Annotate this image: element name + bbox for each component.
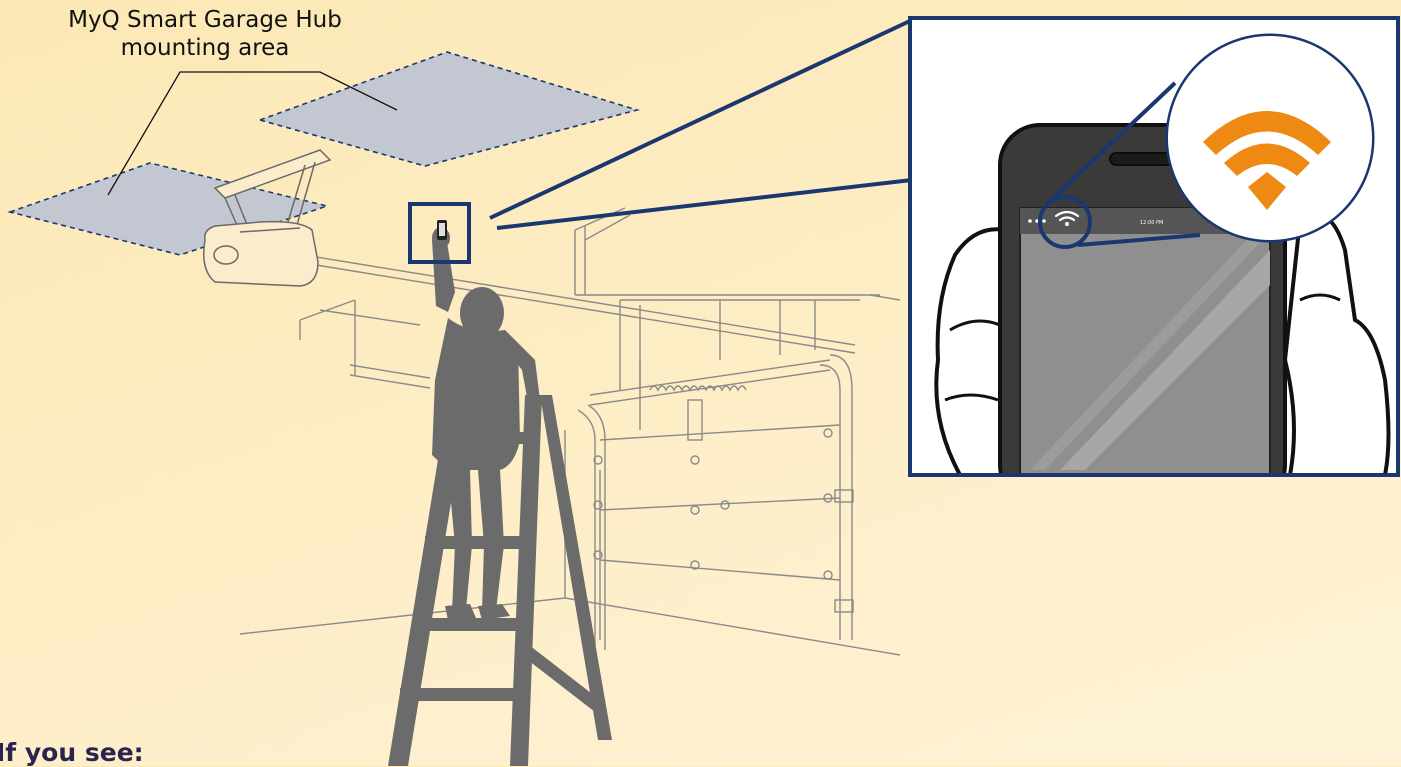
mounting-area-zone-right [260,52,637,166]
footer-heading: If you see: [0,738,144,767]
garage-structure [240,208,900,655]
zoom-panel: 12:00 PM [910,18,1398,505]
phone-status-time: 12:00 PM [1140,220,1163,226]
smartphone-icon [437,220,447,240]
mounting-area-label-line1: MyQ Smart Garage Hub [20,6,390,34]
mounting-area-label-line2: mounting area [20,34,390,62]
mounting-area-label: MyQ Smart Garage Hub mounting area [20,6,390,62]
